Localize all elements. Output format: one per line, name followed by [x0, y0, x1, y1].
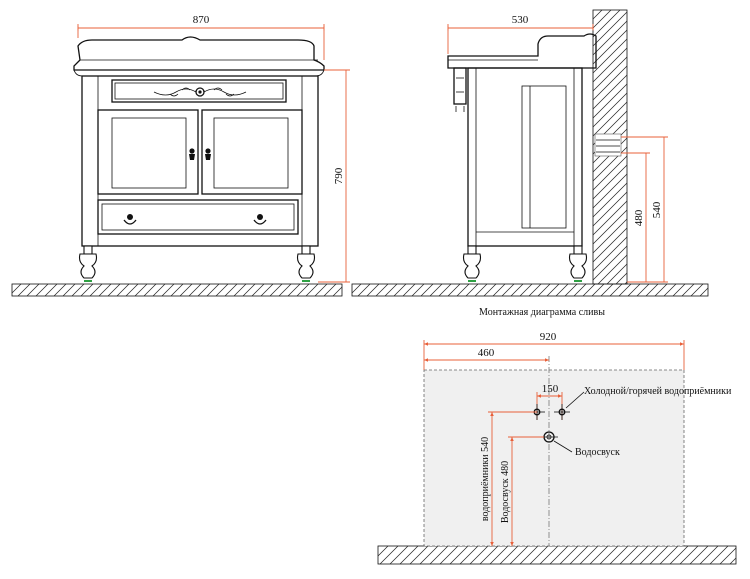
plumbing-title: Монтажная диаграмма сливы [479, 307, 605, 318]
height-dim-label: 790 [333, 167, 345, 184]
door-handle-icon [189, 148, 211, 160]
width-dim-label: 870 [193, 14, 210, 26]
drain-height-label: 480 [633, 209, 645, 226]
inlet-vertical-label: водоприёмники 540 [480, 437, 491, 521]
hot-inlet-icon [554, 404, 570, 420]
inlet-height-label: 540 [651, 201, 663, 218]
drain-vertical-label: Водосвуск 480 [500, 461, 511, 523]
front-view: 870 790 [73, 14, 350, 283]
side-view: 530 540 480 [447, 14, 668, 283]
offset-width-label: 460 [478, 347, 495, 359]
drain-callout: Водосвуск [575, 447, 620, 458]
floor-side [351, 283, 709, 297]
total-width-label: 920 [540, 331, 557, 343]
inlet-spacing-label: 150 [542, 383, 559, 395]
floor-front [11, 283, 343, 297]
plumbing-diagram: Монтажная диаграмма сливы 920 460 150 [423, 307, 732, 547]
depth-dim-label: 530 [512, 14, 529, 26]
ornament-icon [153, 87, 247, 97]
inlets-callout: Холодной/горячей водоприёмники [584, 386, 732, 397]
drawer-handle-icon [123, 214, 267, 225]
wall-side [592, 9, 628, 285]
floor-plumbing [377, 545, 737, 565]
